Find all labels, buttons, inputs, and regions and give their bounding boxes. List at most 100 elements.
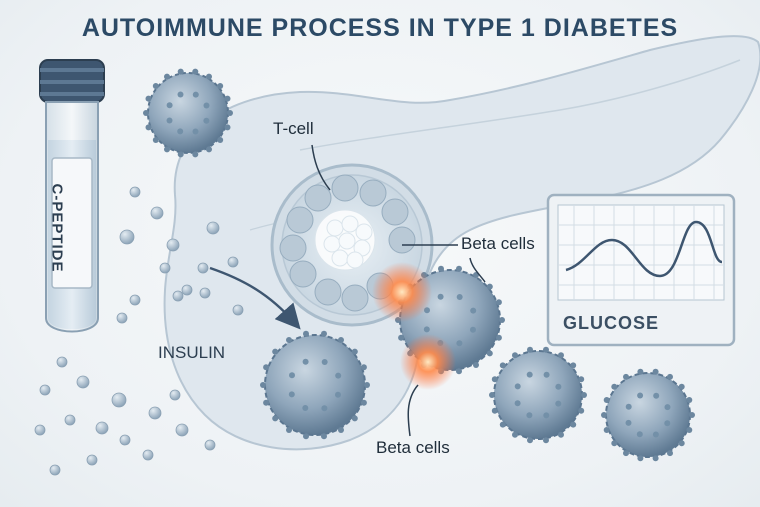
cell-spike [495, 334, 502, 341]
cell-texture-dot [177, 128, 184, 135]
c-peptide-tube [39, 59, 105, 333]
cell-texture-dot [203, 117, 210, 124]
cell-spike [227, 110, 233, 116]
insulin-arrow [209, 266, 301, 330]
cell-spike [558, 431, 564, 438]
cell-spike [512, 352, 518, 359]
cell-texture-dot [302, 358, 309, 365]
cell-spike [224, 95, 231, 102]
islet-core [314, 209, 376, 271]
cell-texture-dot [335, 372, 342, 379]
beta-cells-label-bottom: Beta cells [376, 438, 450, 457]
cell-spike [603, 427, 610, 433]
cell-texture-dot [321, 405, 328, 412]
cell-texture-dot [166, 102, 173, 109]
cell-spike [652, 455, 659, 462]
cell-spike [260, 382, 266, 388]
cell-spike [206, 73, 212, 80]
cell-spike [286, 427, 292, 433]
cell-spike [164, 146, 170, 153]
cell-spike [438, 265, 444, 272]
cell-texture-dot [192, 91, 199, 98]
cell-spike [321, 330, 327, 337]
cell-spike [398, 334, 405, 341]
cell-texture-dot [625, 419, 632, 426]
cell-texture-dot [664, 420, 671, 427]
cell-spike [578, 376, 585, 383]
cell-spike [495, 299, 502, 306]
t-cell-label: T-cell [273, 119, 314, 138]
cell-spike [686, 427, 693, 433]
cell-spike [603, 397, 610, 403]
beta-cells-attack-leader [469, 257, 486, 283]
cell-spike [652, 368, 659, 375]
cell-texture-dot [625, 403, 632, 410]
cell-texture-dot [470, 307, 477, 314]
cell-spike [499, 362, 506, 369]
cell-spike [152, 83, 159, 89]
immune-cell-bottom-right [601, 368, 695, 462]
glucose-curve [565, 220, 723, 278]
cell-spike [192, 151, 199, 158]
cell-texture-dot [335, 391, 341, 398]
cell-spike [637, 455, 644, 462]
beta-cells-bottom-leader-line [407, 384, 419, 437]
cell-spike [192, 68, 199, 75]
cell-spike [489, 392, 495, 398]
cell-spike [303, 330, 309, 337]
immune-cell-bottom-left [260, 330, 370, 440]
cell-spike [486, 350, 493, 357]
cell-spike [164, 73, 170, 80]
cell-spike [224, 124, 231, 131]
cell-texture-dot [637, 392, 644, 399]
cell-spike [338, 427, 344, 433]
cell-spike [286, 337, 292, 343]
cell-spike [217, 83, 224, 89]
cell-spike [499, 317, 505, 323]
beta-cells-label-top: Beta cells [461, 234, 535, 253]
cell-spike [145, 124, 152, 131]
cell-spike [667, 450, 673, 457]
diagram-title: AUTOIMMUNE PROCESS IN TYPE 1 DIABETES [81, 14, 679, 42]
immune-cell-top-left [143, 68, 233, 158]
cell-texture-dot [288, 391, 295, 398]
cell-spike [527, 437, 533, 444]
cell-spike [623, 450, 629, 457]
cell-spike [338, 337, 344, 343]
cell-texture-dot [652, 431, 659, 438]
cell-spike [263, 399, 270, 406]
cell-texture-dot [166, 117, 173, 124]
cell-spike [456, 368, 462, 375]
cell-spike [152, 137, 159, 143]
cell-spike [686, 397, 693, 403]
cell-spike [473, 362, 479, 368]
cell-spike [145, 95, 152, 102]
cell-spike [491, 407, 498, 414]
cell-texture-dot [437, 293, 444, 300]
cell-texture-dot [289, 372, 295, 379]
cell-spike [143, 110, 149, 116]
cell-texture-dot [514, 400, 521, 407]
cell-spike [689, 412, 695, 418]
cell-spike [570, 362, 577, 369]
cell-spike [578, 407, 585, 414]
cell-texture-dot [456, 340, 463, 347]
cell-spike [543, 346, 549, 353]
cell-spike [351, 415, 358, 422]
cell-spike [667, 373, 673, 380]
cell-spike [272, 348, 279, 355]
cell-spike [491, 376, 498, 383]
cell-spike [601, 412, 607, 418]
cell-spike [177, 68, 184, 75]
cell-spike [637, 368, 644, 375]
insulin-label: INSULIN [158, 343, 226, 362]
cell-spike [303, 433, 309, 440]
cell-spike [272, 415, 279, 422]
cell-texture-dot [636, 431, 643, 438]
cell-texture-dot [302, 405, 309, 411]
cell-texture-dot [555, 400, 562, 407]
cell-texture-dot [543, 371, 550, 378]
immune-cell-bottom-middle [489, 346, 587, 444]
cell-spike [206, 146, 212, 153]
